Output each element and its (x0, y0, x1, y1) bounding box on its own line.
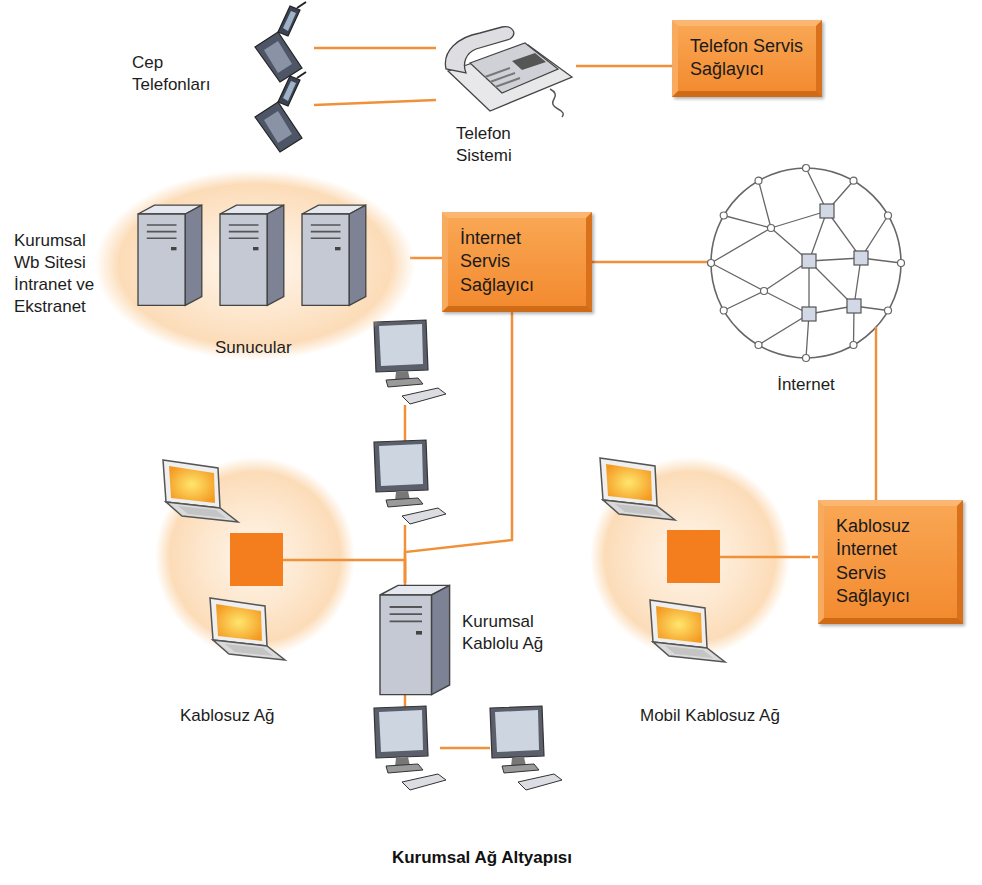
monitor-icon (490, 706, 562, 790)
phone-group: Cep Telefonları (128, 2, 314, 162)
provider-box: İnternet Servis Sağlayıcı (442, 212, 592, 312)
node-label: Telefon Sistemi (456, 123, 551, 167)
server-group: Kurumsal Wb Sitesi İntranet ve Ekstranet… (10, 195, 410, 365)
cable-line (875, 327, 878, 360)
node-label: İnternet (709, 374, 903, 396)
access-point (230, 533, 283, 586)
connector-line (314, 47, 436, 50)
laptop-icon (650, 600, 725, 662)
cell-phone-icon (255, 72, 306, 152)
connector-line (875, 360, 878, 500)
cell-phone-icon (255, 2, 306, 82)
node-figure (158, 455, 358, 740)
server-icon (220, 205, 284, 305)
connector-line (358, 560, 405, 583)
provider-label: Kablosuz İnternet Servis Sağlayıcı (836, 515, 945, 609)
connector-line (410, 257, 442, 260)
connector-line (405, 312, 512, 583)
node-label: Mobil Kablosuz Ağ (640, 705, 808, 727)
wireless-network: Mobil Kablosuz Ağ (595, 455, 812, 740)
node-figure (595, 455, 810, 740)
server-icon (380, 585, 450, 694)
provider-label: İnternet Servis Sağlayıcı (460, 227, 574, 297)
laptop-icon (600, 458, 675, 520)
node-label: Cep Telefonları (132, 52, 232, 96)
laptop-icon (163, 460, 238, 522)
provider-label: Telefon Servis Sağlayıcı (690, 35, 804, 82)
wireless-network: Kablosuz Ağ (158, 455, 358, 740)
desk-phone-icon (445, 27, 572, 117)
cable-line (283, 559, 358, 562)
monitor-icon (374, 320, 446, 404)
monitor-icon (374, 706, 446, 790)
provider-box: Kablosuz İnternet Servis Sağlayıcı (818, 500, 963, 624)
wired-network: Kurumsal Kablolu Ağ (360, 583, 600, 698)
node-label: Kurumsal Kablolu Ağ (462, 611, 582, 655)
cable-line (720, 556, 810, 559)
node-label: Kablosuz Ağ (180, 705, 330, 727)
node-label: Sunucular (215, 337, 325, 359)
access-point (667, 530, 720, 583)
network-glow (95, 170, 415, 360)
server-icon (138, 205, 202, 305)
connector-line (576, 65, 672, 68)
internet-cloud: İnternet (709, 166, 903, 360)
figure-caption: Kurumsal Ağ Altyapısı (0, 848, 964, 868)
internet-globe (708, 165, 905, 362)
connector-line (314, 100, 436, 105)
node-label: Kurumsal Wb Sitesi İntranet ve Ekstranet (14, 230, 114, 318)
phone-system: Telefon Sistemi (436, 15, 576, 175)
server-icon (302, 205, 366, 305)
connector-line (592, 261, 709, 264)
provider-box: Telefon Servis Sağlayıcı (672, 20, 822, 97)
monitor-icon (374, 440, 446, 524)
node-figure (709, 166, 903, 360)
laptop-icon (210, 598, 285, 660)
